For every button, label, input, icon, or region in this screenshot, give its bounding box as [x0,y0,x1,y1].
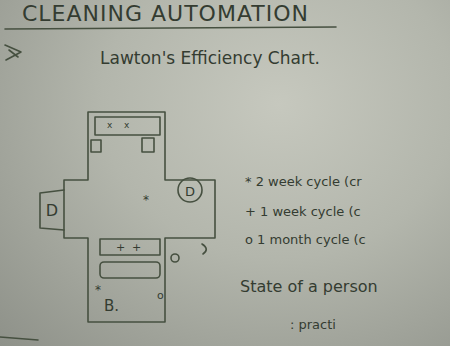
marker: + [132,242,141,253]
marker: x [124,121,129,130]
small-square [91,140,101,152]
room-letter: B. [104,299,119,314]
circle-mark [178,178,202,202]
note: : practi [290,318,336,331]
long-box [100,262,160,278]
note: State of a person [240,279,378,295]
inner-box [100,239,160,255]
room-letter: D [185,185,195,198]
legend-note: o 1 month cycle (c [245,233,366,246]
small-circle [171,254,179,262]
subtitle: Lawton's Efficiency Chart. [100,50,320,67]
top-bar [95,117,160,135]
marker: o [157,290,164,301]
title-underline [5,27,336,29]
title: CLEANING AUTOMATION [22,3,309,25]
edge-stroke [0,337,38,340]
legend-note: + 1 week cycle (c [245,205,361,218]
small-square [142,138,154,152]
small-arc [202,244,206,254]
marker: * [95,284,101,296]
margin-mark [5,45,21,60]
room-outline [64,112,215,322]
marker: x [107,121,112,130]
marker: * [143,194,149,206]
room-letter: D [46,203,58,219]
marker: + [116,242,125,253]
legend-note: * 2 week cycle (cr [245,175,362,188]
door-bump [40,190,64,230]
